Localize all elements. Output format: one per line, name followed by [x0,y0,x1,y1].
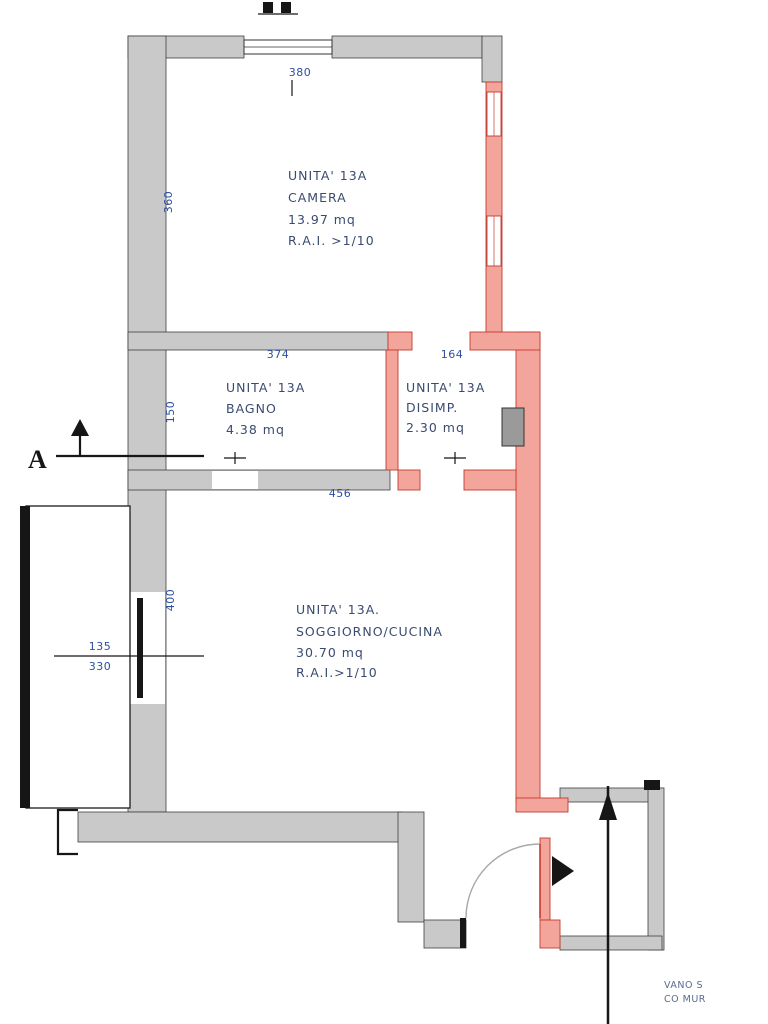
camera-rai-label: R.A.I. >1/10 [288,233,375,248]
bagno-name-label: BAGNO [226,401,277,416]
camera-area-label: 13.97 mq [288,212,356,227]
stair-note-line-2: CO MUR [664,994,706,1005]
camera-name-label: CAMERA [288,190,347,205]
entry-threshold-wall [539,919,561,949]
disimp-bottom-wall-left [397,469,421,491]
bagno-width-dim: 374 [267,348,290,361]
shaft-box [501,407,525,447]
soggiorno-width-dim: 456 [329,487,352,500]
balcony-outline [25,505,131,809]
disimp-top-wall-left [387,331,413,351]
disimp-width-dim: 164 [441,348,464,361]
gray-walls [77,35,665,951]
bagno-unit-label: UNITA' 13A [226,380,305,395]
soggiorno-unit-label: UNITA' 13A. [296,602,380,617]
entry-door-jamb-left [460,918,466,948]
balcony-door-opening [129,592,165,704]
entrance-arrow-icon [552,856,574,886]
stair-direction-arrow-icon [599,792,617,820]
soggiorno-rai-label: R.A.I.>1/10 [296,665,378,680]
stairwell-right-wall [647,787,665,951]
vent-square-1 [263,2,273,13]
roof-vent-marker [258,2,298,96]
stairwell-marks [552,780,660,1024]
bottom-left-step [56,808,78,856]
bagno-soggiorno-wall [127,469,391,491]
top-width-dim: 380 [289,66,312,79]
dimension-labels: 380 360 374 164 150 456 400 [162,66,463,611]
corridor-pink-wall [515,331,541,803]
bagno-height-dim: 150 [164,401,177,424]
disimpegno-area-label: 2.30 mq [406,420,465,435]
camera-unit-label: UNITA' 13A [288,168,367,183]
disimpegno-name-label: DISIMP. [406,400,458,415]
sill-level-line: 135 330 [54,640,204,673]
soggiorno-area-label: 30.70 mq [296,645,364,660]
entry-door-jamb-wall [539,837,551,921]
entry-alcove-left-wall [397,811,425,923]
top-wall-right [331,35,483,59]
top-window [243,39,333,55]
stairwell-bottom-wall [559,935,663,951]
disimp-left-wall [385,349,399,471]
stair-note-line-1: VANO S [664,980,703,991]
stairwell-top-wall [559,787,663,803]
stairwell-note: VANO S CO MUR [664,980,706,1005]
sill-lower-dim: 330 [89,660,112,673]
top-right-corner-wall [481,35,503,83]
balcony-door-leaf [137,598,143,698]
entry-alcove-bottom-wall [423,919,467,949]
section-line-a: A [28,419,466,474]
soggiorno-name-label: SOGGIORNO/CUCINA [296,624,443,639]
room-labels: UNITA' 13A CAMERA 13.97 mq R.A.I. >1/10 … [226,168,485,680]
wall-openings [129,471,258,704]
camera-bagno-wall [127,331,389,351]
corridor-bottom-connector-wall [515,797,569,813]
sill-upper-dim: 135 [89,640,112,653]
bagno-door-opening [212,471,258,489]
camera-height-dim: 360 [162,191,175,214]
vent-square-2 [281,2,291,13]
section-arrow-icon [71,419,89,436]
balcony [20,505,131,856]
soggiorno-height-dim: 400 [164,589,177,612]
entry-door-swing-arc [465,843,541,919]
entry-door [460,843,541,948]
balcony-parapet-wall [20,506,30,808]
disimp-top-wall-right [469,331,541,351]
bagno-area-label: 4.38 mq [226,422,285,437]
disimpegno-unit-label: UNITA' 13A [406,380,485,395]
section-label: A [28,445,47,474]
bottom-wall [77,811,403,843]
stair-corner-block [644,780,660,790]
disimp-bottom-wall-right [463,469,517,491]
